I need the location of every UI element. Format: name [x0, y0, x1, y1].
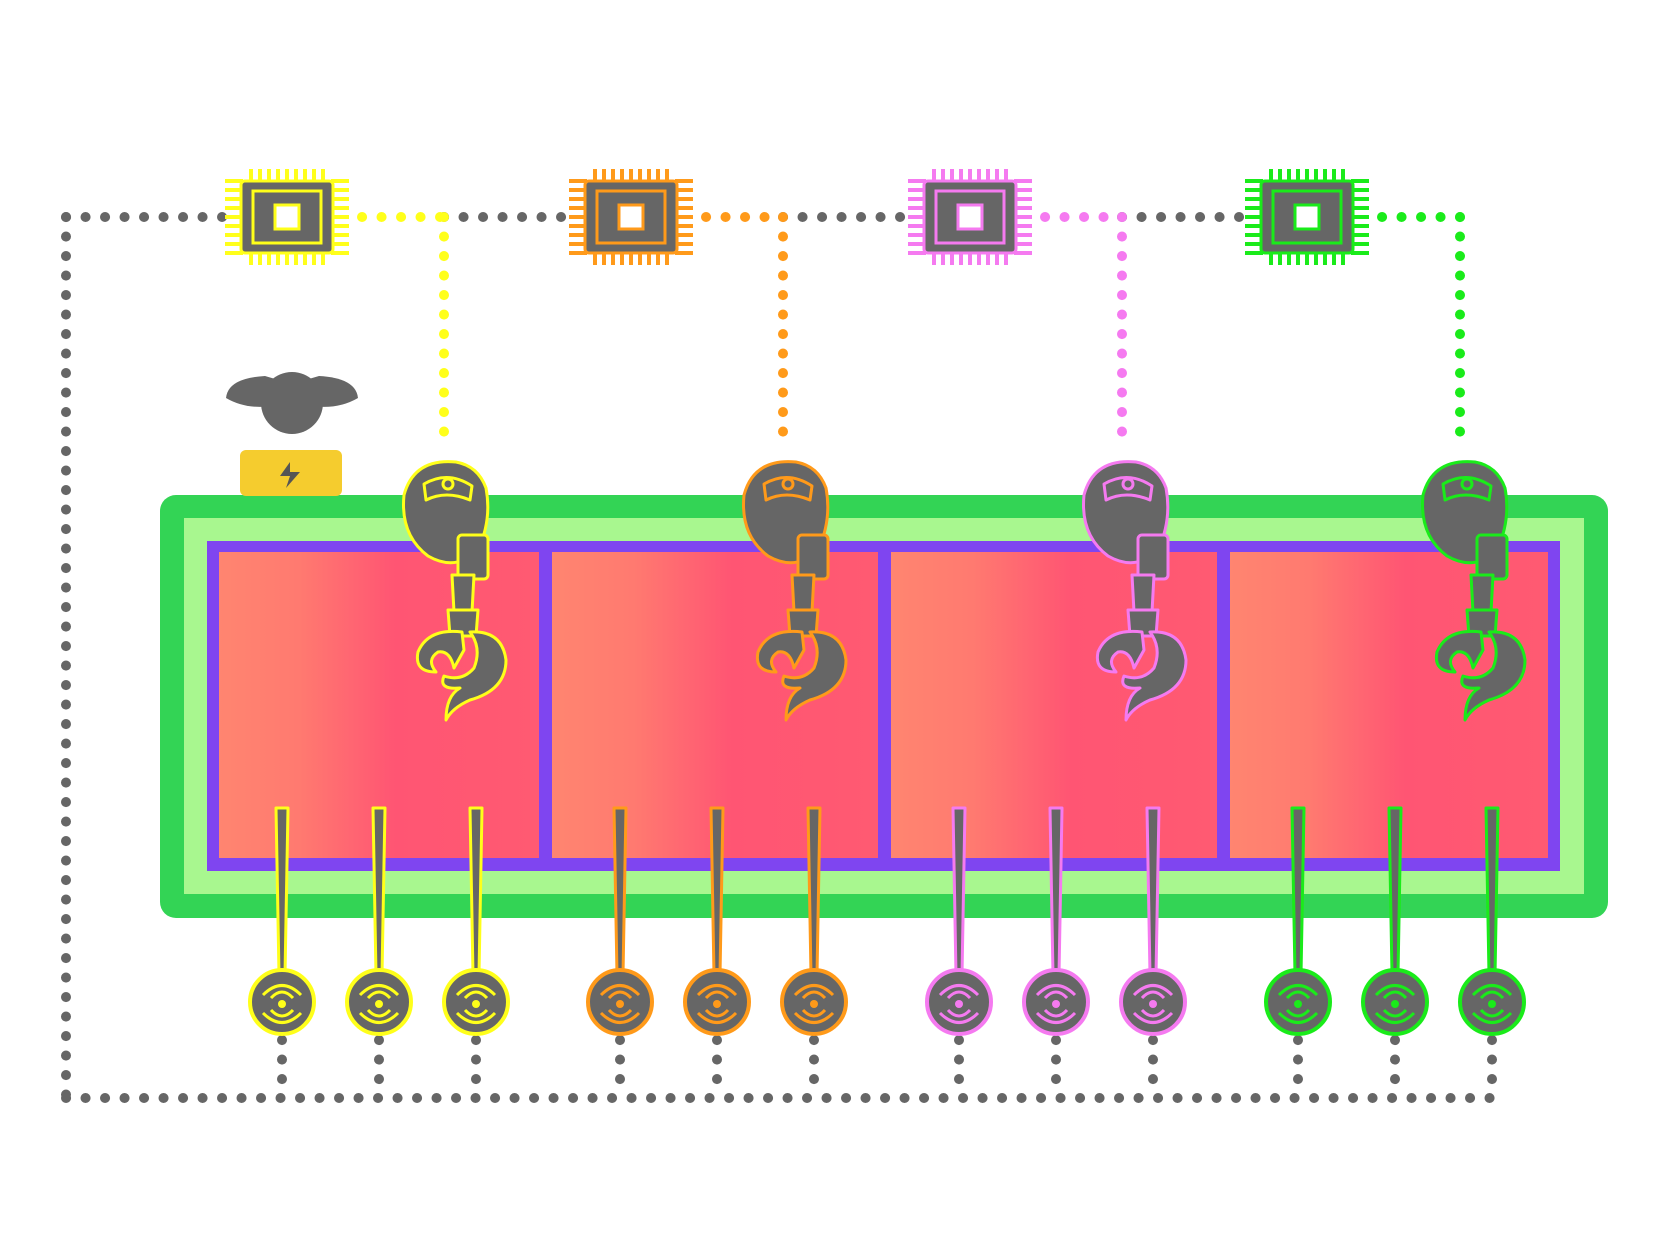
- wireless-sensor-icon: [683, 968, 751, 1036]
- wireless-sensor-icon: [1458, 968, 1526, 1036]
- robot-arm-gripper-icon: [1421, 460, 1527, 722]
- wireless-sensor-icon: [925, 968, 993, 1036]
- sensor-probe: [1022, 806, 1090, 1036]
- operator-station: [226, 372, 358, 496]
- wireless-sensor-icon: [442, 968, 510, 1036]
- wireless-sensor-icon: [248, 968, 316, 1036]
- microchip-icon: [569, 169, 693, 265]
- sensor-probe: [1119, 806, 1187, 1036]
- wireless-sensor-icon: [345, 968, 413, 1036]
- robot-arm-gripper-icon: [402, 460, 508, 722]
- controllers: [225, 169, 1369, 265]
- network-bus: [61, 212, 1497, 1103]
- wireless-sensor-icon: [1119, 968, 1187, 1036]
- sensor-probe: [780, 806, 848, 1036]
- robot-arm-gripper-icon: [742, 460, 848, 722]
- sensor-probes: [248, 806, 1526, 1036]
- microchip-icon: [908, 169, 1032, 265]
- process-tray: [160, 495, 1608, 918]
- sensor-probe: [442, 806, 510, 1036]
- sensor-probe: [683, 806, 751, 1036]
- sensor-probe: [1361, 806, 1429, 1036]
- sensor-probe: [1458, 806, 1526, 1036]
- wireless-sensor-icon: [1361, 968, 1429, 1036]
- sensor-probe: [345, 806, 413, 1036]
- microchip-icon: [225, 169, 349, 265]
- wireless-sensor-icon: [780, 968, 848, 1036]
- wireless-sensor-icon: [586, 968, 654, 1036]
- robots: [402, 460, 1527, 722]
- lightning-bolt-icon: [280, 462, 300, 488]
- wireless-sensor-icon: [1264, 968, 1332, 1036]
- sensor-probe: [586, 806, 654, 1036]
- sensor-probe: [1264, 806, 1332, 1036]
- controller-links: [357, 212, 1465, 447]
- sensor-probe: [248, 806, 316, 1036]
- sensor-probe: [925, 806, 993, 1036]
- operator-person-icon: [226, 372, 358, 434]
- robot-arm-gripper-icon: [1082, 460, 1188, 722]
- microchip-icon: [1245, 169, 1369, 265]
- wireless-sensor-icon: [1022, 968, 1090, 1036]
